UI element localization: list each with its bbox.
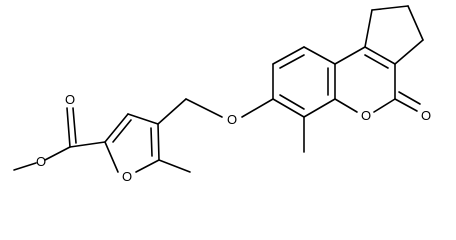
bond-ester-carbonyl-double — [72, 107, 77, 144]
bond-furan-methyl — [158, 159, 191, 173]
bond-ester-carbonyl — [66, 107, 71, 148]
bond-furan-c4-c5-double — [150, 127, 153, 157]
bond-benz-c5a-c6 — [303, 98, 336, 118]
lactone-carbonyl-oxygen-label: O — [421, 108, 431, 123]
bond-c5a-ring-o — [334, 98, 358, 113]
bond-c3a-c9a — [364, 46, 396, 65]
bond-ch2-ether-o — [185, 98, 223, 118]
bond-c3a-c9a-double — [364, 54, 389, 69]
bond-benz-c6-c7 — [272, 98, 305, 118]
bond-furan-c5-o — [135, 159, 160, 173]
furan-oxygen-label: O — [122, 169, 132, 184]
molecule-structure-drawing: O O O O O O — [13, 5, 431, 184]
bond-c2-c3 — [407, 5, 424, 41]
bond-c3-c3a — [394, 39, 424, 65]
bond-ring-o-c4 — [373, 98, 396, 113]
bond-c4-carbonyl-double — [398, 91, 421, 105]
bond-benz-c8-c9 — [272, 46, 305, 65]
lactone-ring-oxygen-label: O — [361, 108, 371, 123]
bond-c9a-c9b — [334, 46, 366, 65]
bond-ether-o-aryl — [241, 98, 274, 118]
bond-furan-o-c2 — [104, 141, 119, 173]
bond-c9a-c1 — [364, 9, 373, 48]
bond-benz-c6-c7-double — [279, 94, 305, 110]
bond-furan-ch2 — [157, 98, 187, 125]
bond-c4-carbonyl — [394, 98, 418, 112]
bond-furan-c2-c3-double — [112, 119, 132, 143]
bond-methoxy-o — [13, 162, 37, 171]
bond-o-ester-carbon — [44, 146, 71, 161]
bond-benz-c9-c9b — [303, 46, 336, 65]
bond-benz-c8-c9-double — [279, 54, 305, 69]
bond-ester-to-furan — [69, 141, 106, 148]
ester-carbonyl-oxygen-label: O — [65, 92, 75, 107]
bond-furan-c2-c3 — [104, 113, 129, 143]
ester-alkoxy-oxygen-label: O — [36, 154, 46, 169]
ether-oxygen-label: O — [227, 112, 237, 127]
bond-c1-c2 — [371, 5, 409, 11]
bond-furan-c3-c4 — [127, 113, 159, 125]
bond-furan-c4-c5 — [157, 123, 160, 161]
